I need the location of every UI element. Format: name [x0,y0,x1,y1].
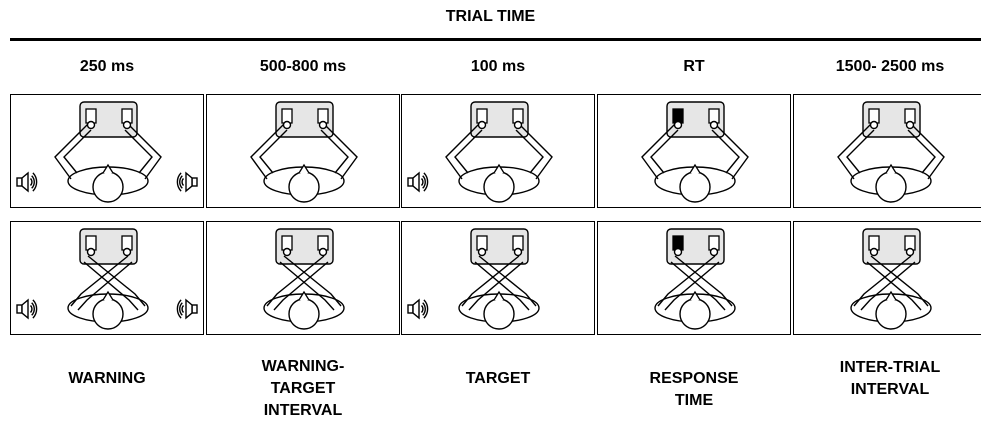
panel-uncrossed [401,94,595,208]
head [483,171,515,203]
nose [689,290,701,301]
head [92,298,124,330]
nose [298,290,310,301]
speaker-icon [16,298,38,320]
diagram-title: TRIAL TIME [445,8,536,25]
duration-label: 500-800 ms [259,58,347,75]
arms [657,247,733,311]
duration-label: 250 ms [79,58,135,75]
phase-label-line: TARGET [270,380,336,397]
phase-label-line: TIME [674,392,714,409]
phase-label: INTER-TRIAL INTERVAL [792,357,981,401]
arms [853,247,929,311]
nose [102,163,114,174]
nose [493,163,505,174]
participant-illustration [16,228,198,330]
nose [493,290,505,301]
participant-illustration [16,101,198,203]
participant-illustration [407,101,553,203]
head [875,298,907,330]
head [288,298,320,330]
speaker-icon [176,298,198,320]
speaker-icon [16,171,38,193]
duration-label: 100 ms [470,58,526,75]
panel-uncrossed [206,94,400,208]
panel-crossed [793,221,981,335]
arms [250,120,358,180]
phase-label: WARNING [9,368,205,390]
arms [837,120,945,180]
phase-label-line: TARGET [465,370,531,387]
panel-crossed [10,221,204,335]
arms [461,247,537,311]
participant-illustration [250,101,358,203]
speaker-icon [407,298,429,320]
participant-illustration [850,228,932,330]
duration-label: 1500- 2500 ms [835,58,945,75]
participant-illustration [641,101,749,203]
head [288,171,320,203]
panel-uncrossed [597,94,791,208]
speaker-icon [407,171,429,193]
phase-label-line: INTERVAL [850,381,930,398]
phase-label-line: INTERVAL [263,402,343,419]
panel-crossed [401,221,595,335]
head [679,171,711,203]
arms [266,247,342,311]
head [875,171,907,203]
panel-uncrossed [793,94,981,208]
panel-crossed [206,221,400,335]
nose [885,163,897,174]
head [92,171,124,203]
arms [641,120,749,180]
participant-illustration [407,228,540,330]
head [483,298,515,330]
timeline-rule [10,38,981,41]
phase-label-line: WARNING [68,370,146,387]
arms [445,120,553,180]
phase-label-line: RESPONSE [649,370,739,387]
participant-illustration [837,101,945,203]
nose [885,290,897,301]
arms [70,247,146,311]
speaker-icon [176,171,198,193]
head [679,298,711,330]
phase-label-line: INTER-TRIAL [839,359,941,376]
participant-illustration [654,228,736,330]
nose [298,163,310,174]
panel-uncrossed [10,94,204,208]
phase-label: WARNING- TARGET INTERVAL [205,356,401,422]
nose [102,290,114,301]
phase-label-line: WARNING- [261,358,345,375]
duration-label: RT [683,58,705,75]
phase-label: TARGET [400,368,596,390]
phase-label: RESPONSE TIME [596,368,792,412]
participant-illustration [263,228,345,330]
nose [689,163,701,174]
panel-crossed [597,221,791,335]
arms [54,120,162,180]
